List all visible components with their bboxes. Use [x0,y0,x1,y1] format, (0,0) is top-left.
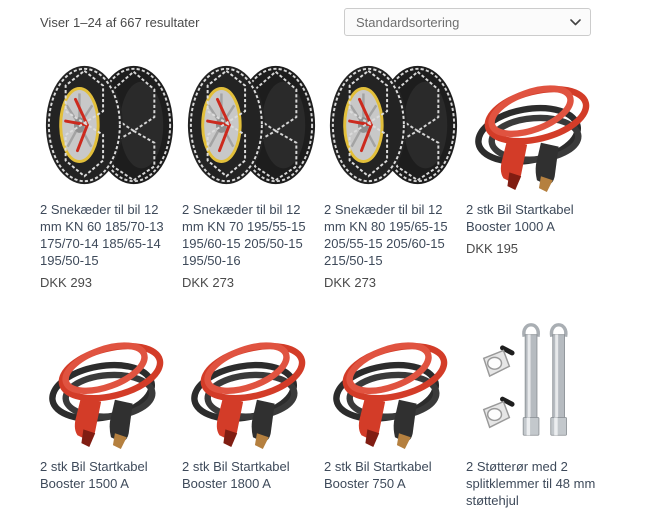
product-card[interactable]: 2 stk Bil Startkabel Booster 1800 A [182,313,320,515]
product-card[interactable]: 2 stk Bil Startkabel Booster 1500 A [40,313,178,515]
snow-chains-image[interactable] [40,56,178,194]
snow-chains-image[interactable] [324,56,462,194]
product-price: DKK 195 [466,241,519,256]
product-title[interactable]: 2 stk Bil Startkabel Booster 1800 A [182,459,290,491]
product-price: DKK 273 [324,275,377,290]
sort-dropdown-value: Standardsortering [356,14,460,30]
sort-dropdown[interactable]: Standardsortering [344,8,591,36]
product-title[interactable]: 2 Støtterør med 2 splitklemmer til 48 mm… [466,459,596,508]
support-tubes-image[interactable] [466,313,604,451]
jumper-cables-image[interactable] [182,313,320,451]
product-price: DKK 293 [40,275,93,290]
shop-results-page: Viser 1–24 af 667 resultater Standardsor… [40,8,604,515]
product-title[interactable]: 2 stk Bil Startkabel Booster 750 A [324,459,432,491]
product-title[interactable]: 2 Snekæder til bil 12 mm KN 80 195/65-15… [324,202,448,268]
product-card[interactable]: 2 stk Bil Startkabel Booster 1000 A DKK … [466,56,604,290]
jumper-cables-image[interactable] [466,56,604,194]
product-price: DKK 273 [182,275,235,290]
product-title[interactable]: 2 stk Bil Startkabel Booster 1500 A [40,459,148,491]
product-card[interactable]: 2 Snekæder til bil 12 mm KN 60 185/70-13… [40,56,178,290]
product-card[interactable]: 2 Snekæder til bil 12 mm KN 80 195/65-15… [324,56,462,290]
chevron-down-icon [570,18,581,26]
product-card[interactable]: 2 stk Bil Startkabel Booster 750 A [324,313,462,515]
product-title[interactable]: 2 Snekæder til bil 12 mm KN 70 195/55-15… [182,202,306,268]
product-title[interactable]: 2 Snekæder til bil 12 mm KN 60 185/70-13… [40,202,164,268]
product-title[interactable]: 2 stk Bil Startkabel Booster 1000 A [466,202,574,234]
results-toolbar: Viser 1–24 af 667 resultater Standardsor… [40,8,604,36]
product-card[interactable]: 2 Snekæder til bil 12 mm KN 70 195/55-15… [182,56,320,290]
jumper-cables-image[interactable] [40,313,178,451]
product-card[interactable]: 2 Støtterør med 2 splitklemmer til 48 mm… [466,313,604,515]
snow-chains-image[interactable] [182,56,320,194]
product-grid: 2 Snekæder til bil 12 mm KN 60 185/70-13… [40,56,604,515]
results-count: Viser 1–24 af 667 resultater [40,14,200,30]
jumper-cables-image[interactable] [324,313,462,451]
